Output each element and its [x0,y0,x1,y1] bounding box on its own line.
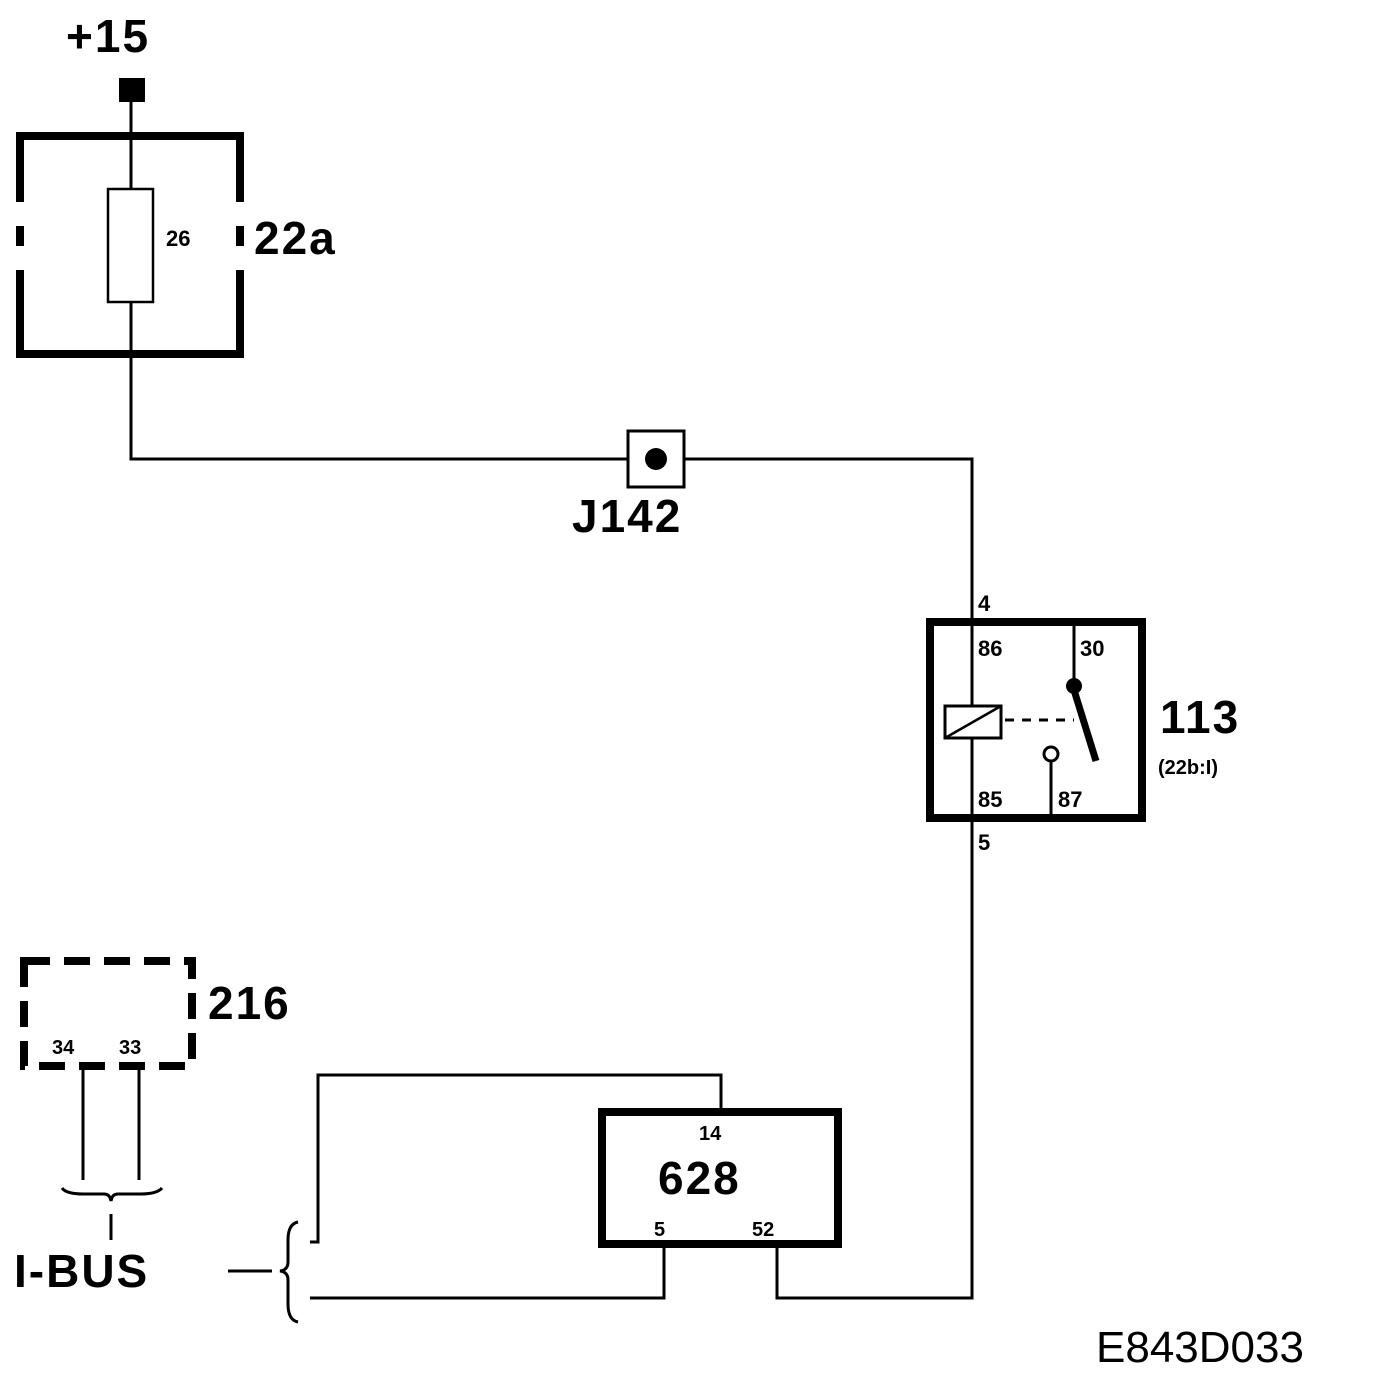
supply-label: +15 [66,10,150,62]
module-628-label: 628 [658,1152,741,1204]
fuse-box-label: 22a [254,212,337,264]
junction-j142: J142 [572,429,686,542]
module-216-bus-brace [60,1186,164,1202]
relay-reference: (22b:I) [1158,757,1218,779]
relay-to-628-wire [775,818,974,1300]
relay-pin-bottom: 5 [978,830,990,855]
module-216-label: 216 [208,977,291,1029]
module-628: 14 628 5 52 [598,1108,842,1248]
module-216: 216 34 33 [20,957,291,1240]
ibus-label: I-BUS [14,1245,149,1297]
ibus-wire-pin-5 [310,1244,666,1300]
fuse-box-22a: 26 22a [16,132,337,358]
module-216-pin-33: 33 [119,1037,141,1059]
relay-pin-top: 4 [978,591,991,616]
feed-wire [129,100,974,620]
module-628-pin-14: 14 [699,1123,722,1145]
junction-label: J142 [572,490,682,542]
relay-pivot [1066,678,1082,694]
module-628-pin-52: 52 [752,1219,774,1241]
figure-code: E843D033 [1096,1323,1304,1372]
relay-terminal-85: 85 [978,787,1002,812]
relay-contact-arm [1070,688,1100,763]
relay-label: 113 [1160,691,1240,743]
module-628-pin-5: 5 [654,1219,665,1241]
relay-terminal-30: 30 [1080,636,1104,661]
fuse-number: 26 [166,226,190,251]
ibus-wire-pin-14 [310,1073,723,1244]
module-216-pin-34: 34 [52,1037,75,1059]
supply-terminal [119,78,145,102]
ibus-brace [279,1220,299,1324]
relay-contact-87 [1042,745,1060,763]
relay-113: 86 30 85 87 4 5 113 (22b:I) [926,591,1240,855]
relay-terminal-86: 86 [978,636,1002,661]
fuse-symbol [106,187,155,304]
relay-terminal-87: 87 [1058,787,1082,812]
